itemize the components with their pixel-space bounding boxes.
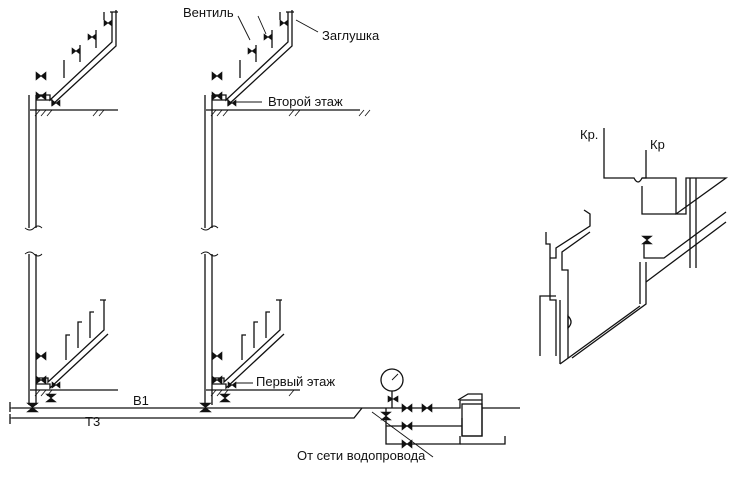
- valve-icon: [279, 19, 289, 27]
- label-kr1: Кр.: [580, 127, 598, 142]
- valve-icon: [211, 71, 223, 81]
- left-second-floor-line: [30, 109, 118, 117]
- label-t3: Т3: [85, 414, 100, 429]
- label-zaglushka: Заглушка: [322, 28, 380, 43]
- label-b1: В1: [133, 393, 149, 408]
- inlet-node: [362, 368, 520, 458]
- valve-icon: [211, 351, 223, 361]
- label-ventil: Вентиль: [183, 5, 234, 20]
- label-ot-seti: От сети водопровода: [297, 448, 426, 463]
- valve-icon: [35, 91, 47, 101]
- valve-icon: [380, 411, 392, 421]
- label-kr2: Кр: [650, 137, 665, 152]
- valve-icon: [71, 47, 81, 55]
- valve-icon: [35, 375, 47, 385]
- valves: [26, 19, 433, 449]
- valve-icon: [247, 47, 257, 55]
- valve-icon: [199, 402, 212, 413]
- left-riser-upper: [24, 10, 118, 231]
- middle-riser-upper: [200, 10, 294, 231]
- valve-icon: [26, 402, 39, 413]
- middle-first-floor-line: [206, 389, 300, 397]
- main-pipes: [9, 402, 363, 424]
- valve-icon: [35, 351, 47, 361]
- valve-icon: [219, 393, 231, 403]
- left-first-floor-line: [30, 389, 118, 397]
- valve-icon: [401, 439, 413, 449]
- label-perviy-etazh: Первый этаж: [256, 374, 335, 389]
- valve-icon: [401, 403, 413, 413]
- middle-second-floor-line: [206, 109, 371, 117]
- valve-icon: [421, 403, 433, 413]
- valve-icon: [103, 19, 113, 27]
- valve-icon: [227, 99, 237, 107]
- valve-icon: [387, 395, 399, 403]
- valve-icon: [227, 381, 237, 389]
- valve-icon: [35, 71, 47, 81]
- valve-icon: [51, 381, 61, 389]
- valve-icon: [87, 33, 97, 41]
- leader-lines: [236, 15, 319, 384]
- valve-icon: [211, 375, 223, 385]
- valve-icon: [401, 421, 413, 431]
- right-isometric-fragment: [539, 128, 729, 365]
- label-vtoroy-etazh: Второй этаж: [268, 94, 343, 109]
- valve-icon: [263, 33, 273, 41]
- valve-icon: [51, 99, 61, 107]
- valve-icon: [641, 235, 653, 245]
- valve-icon: [211, 91, 223, 101]
- valve-icon: [45, 393, 57, 403]
